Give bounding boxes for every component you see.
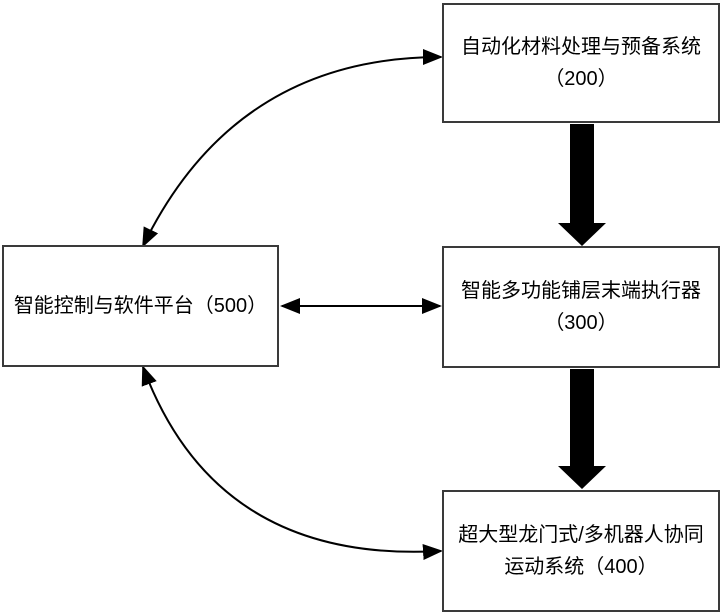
box-material-handling-preparation-system-200: 自动化材料处理与预备系统 （200） (442, 3, 720, 123)
curved-double-arrow-500-200 (142, 49, 443, 248)
thick-arrow-300-400 (558, 369, 606, 489)
box-label-number: （200） (544, 68, 618, 90)
box-label-line: 运动系统（400） (504, 556, 658, 578)
box-label-line: 智能多功能铺层末端执行器 (461, 280, 701, 302)
box-label-line: 智能控制与软件平台（500） (13, 295, 268, 317)
box-gantry-multirobot-motion-system-400: 超大型龙门式/多机器人协同 运动系统（400） (442, 490, 720, 612)
curved-double-arrow-500-400 (141, 365, 443, 561)
box-intelligent-control-software-platform-500: 智能控制与软件平台（500） (2, 245, 279, 367)
box-multifunction-layup-end-effector-300: 智能多功能铺层末端执行器 （300） (442, 246, 720, 368)
thick-arrow-200-300 (558, 124, 606, 246)
box-label-line: 自动化材料处理与预备系统 (461, 36, 701, 58)
box-label-line: 超大型龙门式/多机器人协同 (458, 524, 704, 546)
box-label-number: （300） (544, 312, 618, 334)
